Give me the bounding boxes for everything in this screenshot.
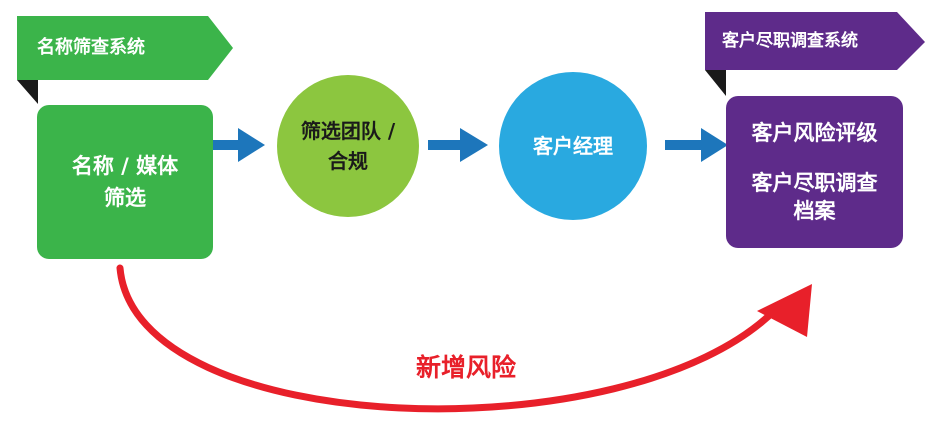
name-media-box-shape [37,105,213,259]
name-media-line1: 名称 / 媒体 [71,154,179,178]
right-ribbon-fold [705,70,726,96]
cdd-file-line1: 客户尽职调查 [751,171,878,195]
left-ribbon-label: 名称筛查系统 [37,37,145,58]
new-risk-label: 新增风险 [416,353,517,382]
account-manager-circle: 客户经理 [499,72,647,220]
risk-rating-label: 客户风险评级 [751,121,878,145]
screening-team-circle: 筛选团队 / 合规 [277,75,419,217]
new-risk-arrowhead [757,284,812,337]
right-ribbon-label: 客户尽职调查系统 [722,31,858,51]
result-box-shape [726,96,903,248]
left-ribbon-fold [17,80,38,104]
account-manager-label: 客户经理 [533,134,613,158]
screening-team-line2: 合规 [328,149,368,173]
arrow-1 [213,128,265,162]
cdd-file-line2: 档案 [793,199,836,223]
result-box: 客户风险评级 客户尽职调查 档案 [726,96,903,248]
name-media-box: 名称 / 媒体 筛选 [37,105,213,259]
new-risk-curve [116,264,779,413]
arrow-3 [665,128,728,162]
screening-team-line1: 筛选团队 / [300,119,396,143]
left-ribbon [17,16,233,80]
right-ribbon [705,12,925,70]
arrow-2 [428,128,488,162]
name-media-line2: 筛选 [104,186,146,210]
